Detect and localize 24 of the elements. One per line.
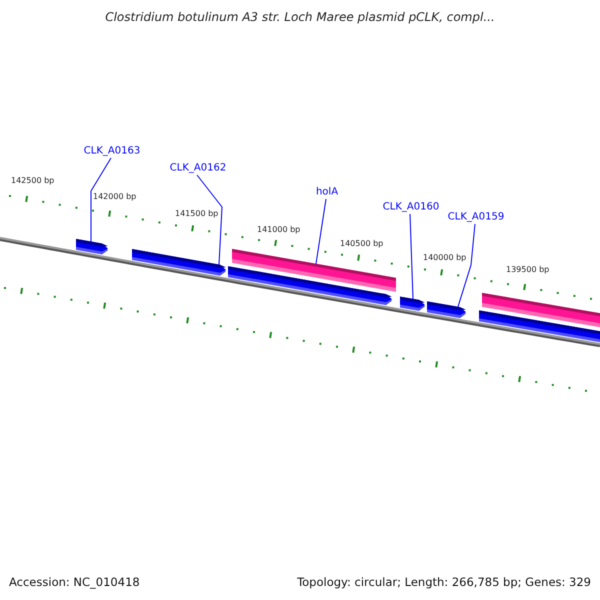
map-info: Accession: NC_010418: [9, 575, 140, 589]
leader-line: [90, 158, 112, 242]
gene-feature: [400, 296, 425, 311]
position-label: 140000 bp: [423, 253, 466, 262]
gene-label: CLK_A0159: [448, 212, 504, 222]
gene-label: holA: [316, 186, 338, 198]
gene-feature: [427, 301, 466, 318]
position-label: 142500 bp: [11, 176, 54, 185]
gene-label: CLK_A0162: [170, 162, 226, 174]
position-label: 142000 bp: [93, 192, 136, 201]
gene-feature: [232, 248, 396, 292]
position-label: 141500 bp: [175, 209, 218, 218]
gene-label: CLK_A0163: [84, 146, 140, 156]
position-label: 139500 bp: [506, 265, 550, 274]
map-title: Clostridium botulinum A3 str. Loch Maree plasmid pCLK, compl...: [104, 10, 496, 24]
leader-line: [196, 174, 222, 266]
map-info: Topology: circular; Length: 266,785 bp; Genes: 329: [297, 575, 591, 589]
gene-label: CLK_A0160: [382, 202, 440, 212]
position-label: 141000 bp: [257, 225, 300, 234]
leader-line: [458, 224, 476, 308]
gene-feature: [132, 248, 226, 276]
gene-feature: [76, 238, 108, 255]
leader-line: [316, 198, 326, 264]
leader-line: [410, 214, 414, 300]
